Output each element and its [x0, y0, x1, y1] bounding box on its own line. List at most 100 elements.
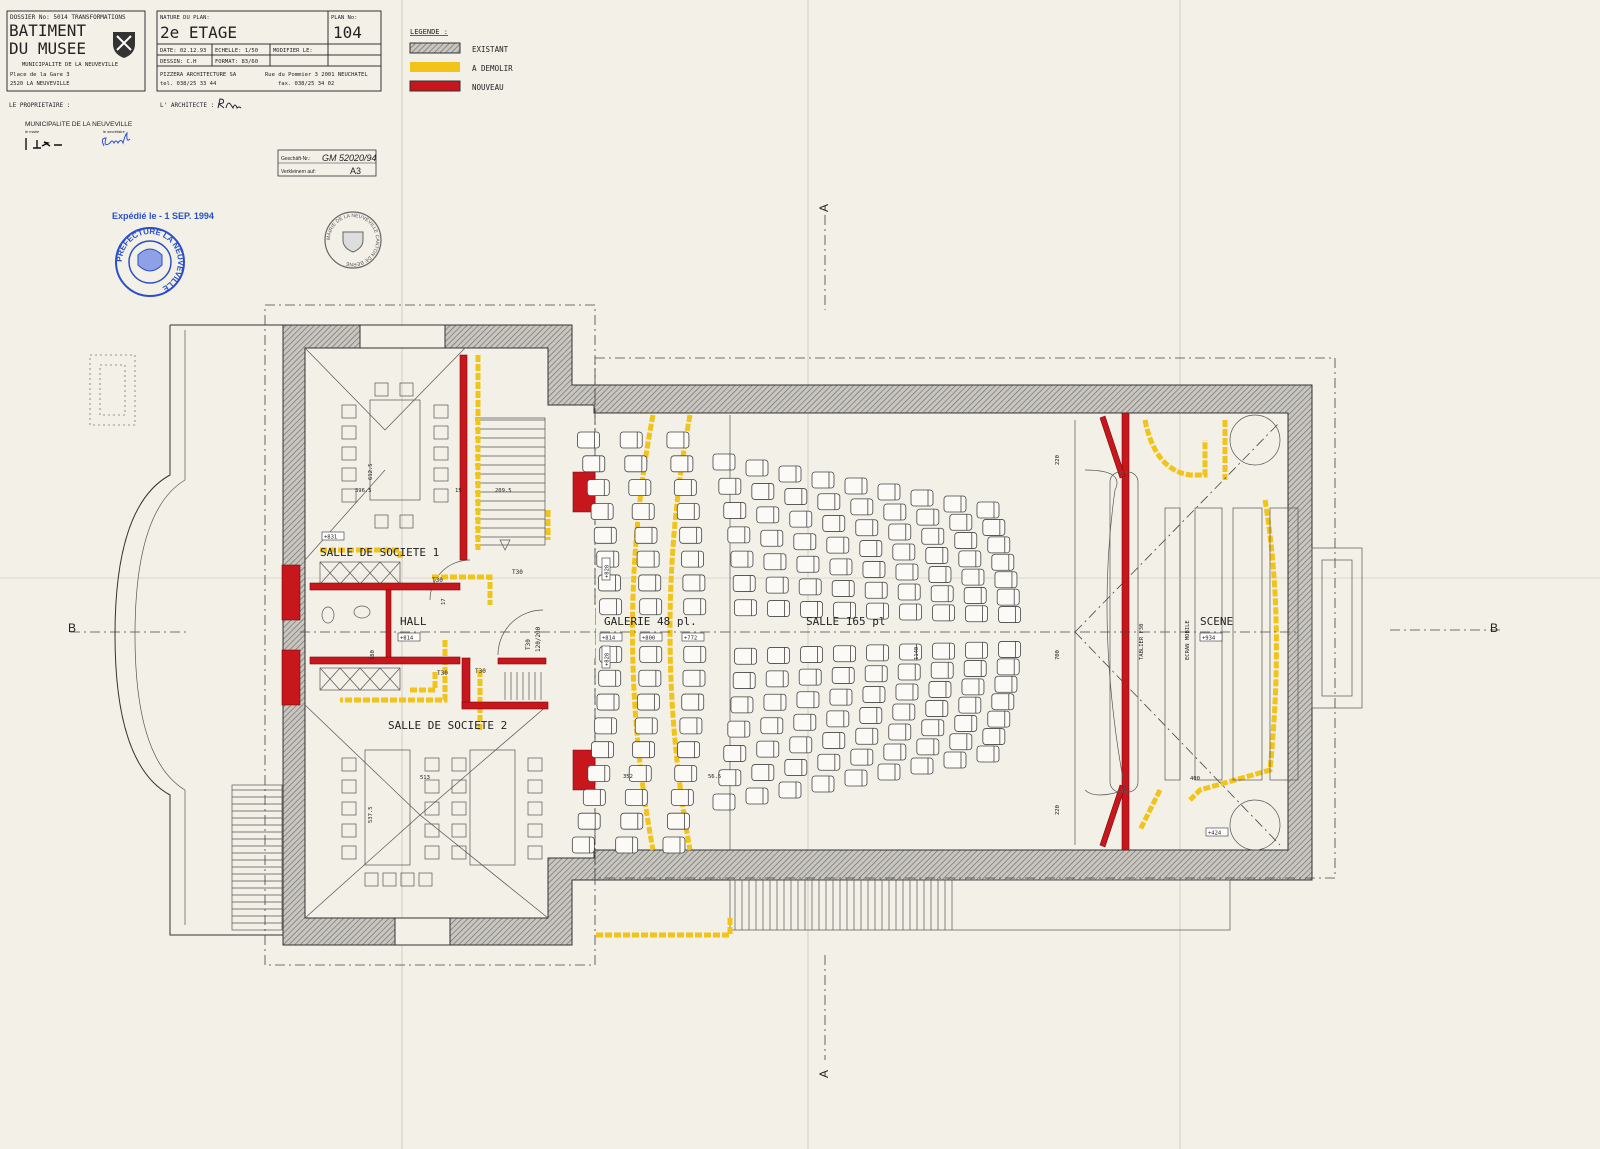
dimension-label: 612.5: [368, 463, 374, 480]
salle-seat: [778, 465, 802, 483]
salle-seat: [789, 736, 813, 754]
salle-seat: [831, 580, 855, 597]
level-tag: +828: [601, 645, 611, 669]
galerie-seat: [674, 765, 698, 782]
plan-date: DATE: 02.12.93: [160, 48, 206, 54]
galerie-seat: [599, 598, 623, 616]
salle-seat: [859, 540, 883, 557]
salle-seat: [833, 601, 856, 619]
reduce-value: A3: [350, 166, 361, 176]
architect-tel: tel. 038/25 33 44: [160, 81, 217, 87]
dimension-label: 209.5: [495, 488, 512, 494]
salle-seat: [930, 585, 954, 603]
salle-seat: [892, 543, 916, 561]
building-name-1: BATIMENT: [9, 21, 86, 40]
room-label-salle-societe-2: SALLE DE SOCIETE 2: [388, 719, 507, 732]
salle-seat: [862, 561, 886, 578]
salle-seat: [833, 645, 856, 663]
salle-seat: [793, 713, 817, 731]
galerie-seat: [676, 503, 700, 520]
salle-seat: [998, 606, 1021, 623]
dimension-label: 513: [420, 775, 430, 781]
salle-seat: [998, 641, 1021, 658]
address-2: 2520 LA NEUVEVILLE: [10, 81, 70, 87]
plan-no-label: PLAN No:: [331, 15, 358, 21]
salle-seat: [712, 793, 736, 811]
galerie-seat: [636, 693, 660, 711]
salle-seat: [897, 583, 921, 601]
salle-seat: [723, 745, 747, 762]
galerie-seat: [593, 526, 617, 544]
mayor-signature: [25, 138, 62, 150]
salle-seat: [866, 644, 889, 662]
legend-label-nouveau: NOUVEAU: [472, 83, 504, 92]
level-tag: +772: [681, 632, 705, 642]
galerie-seat: [577, 812, 601, 830]
galerie-seat: [590, 503, 614, 520]
dimension-label: 400: [1190, 776, 1200, 782]
salle-seat: [930, 661, 954, 679]
west-annex: [89, 324, 285, 936]
architect-fax: fax. 038/25 34 02: [278, 81, 334, 87]
salle-seat: [892, 703, 916, 721]
salle-seat: [855, 519, 879, 537]
galerie-seat: [596, 693, 620, 711]
case-number: GM 52020/94: [322, 153, 377, 163]
legend-label-existant: EXISTANT: [472, 45, 509, 54]
label-tablier: TABLIER F30: [1139, 624, 1145, 660]
salle-seat: [991, 553, 1015, 571]
galerie-seat: [582, 788, 606, 806]
salle-seat: [954, 715, 978, 732]
svg-text:+934: +934: [1202, 636, 1216, 642]
salle-seat: [943, 495, 967, 513]
salle-seat: [844, 477, 868, 495]
section-markers: A A B B: [68, 204, 1500, 1078]
galerie-seat: [587, 765, 611, 782]
architect-signature-label: L' ARCHITECTE :: [160, 102, 214, 109]
salle-seat: [916, 508, 940, 526]
salle-seat: [910, 489, 934, 507]
salle-seat: [991, 693, 1015, 711]
svg-text:+831: +831: [324, 535, 337, 541]
existing-walls: [264, 304, 1363, 966]
plan-format: FORMAT: 83/60: [215, 59, 258, 65]
salle-seat: [778, 781, 802, 799]
salle-seat: [976, 745, 1000, 763]
salle-seat: [727, 720, 751, 738]
mayor-label: le maire: [25, 129, 40, 134]
galerie-seat: [619, 431, 643, 449]
galerie-seat: [586, 479, 610, 497]
level-tag: +828: [601, 557, 611, 581]
salle-seat: [727, 526, 751, 544]
salle-seat: [756, 740, 780, 758]
svg-text:+814: +814: [602, 636, 616, 642]
door-label: 120/200: [535, 626, 542, 652]
room-label-salle-societe-1: SALLE DE SOCIETE 1: [320, 546, 439, 559]
dimension-label: 15: [455, 488, 462, 494]
building-name-2: DU MUSEE: [9, 39, 86, 58]
salle-seat: [888, 523, 912, 541]
svg-text:+828: +828: [605, 653, 611, 666]
galerie-seat: [639, 646, 663, 663]
salle-seat: [859, 707, 883, 724]
galerie-seat: [634, 717, 658, 735]
room-label-salle: SALLE 165 pl: [806, 615, 885, 628]
salle-seat: [963, 660, 987, 677]
salle-seat: [734, 647, 757, 665]
modified-label: MODIFIER LE:: [273, 48, 313, 54]
salle-seat: [996, 658, 1020, 676]
salle-seat: [793, 533, 817, 551]
salle-seat: [883, 743, 907, 761]
seating: [571, 431, 1021, 854]
architect-firm: PIZZERA ARCHITECTURE SA: [160, 72, 237, 78]
salle-seat: [826, 536, 850, 554]
salle-seat: [994, 675, 1018, 693]
salle-seat: [784, 488, 808, 505]
salle-seat: [822, 732, 846, 749]
mairie-stamp: MAIRIE DE LA NEUVEVILLE CANTON DE BERNE: [324, 211, 382, 269]
salle-seat: [760, 717, 784, 735]
salle-seat: [732, 672, 756, 689]
salle-seat: [888, 723, 912, 741]
salle-seat: [811, 471, 835, 489]
